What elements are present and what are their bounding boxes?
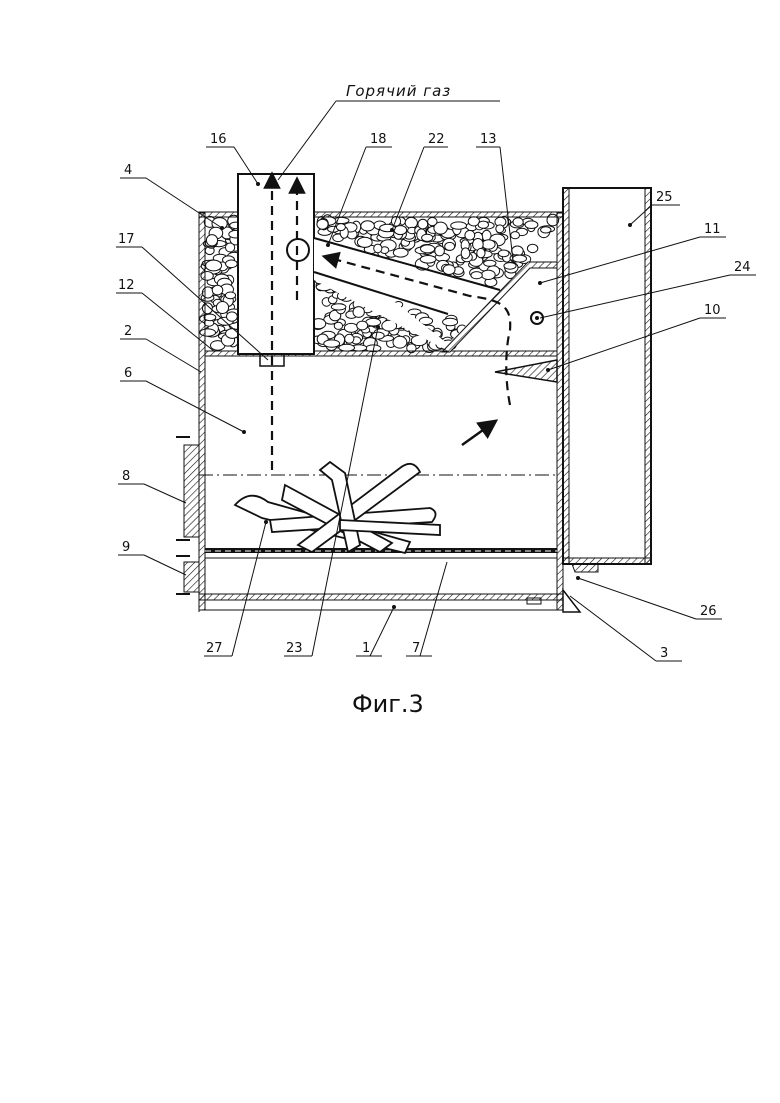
stone	[405, 217, 417, 228]
stone	[481, 270, 495, 279]
stone	[226, 260, 238, 268]
stone	[477, 248, 485, 257]
callout-26: 26	[700, 604, 717, 619]
stone	[331, 304, 346, 310]
water-tank	[563, 188, 651, 612]
stone	[212, 285, 223, 295]
callout-9: 9	[122, 540, 130, 555]
stone	[334, 322, 342, 329]
stone	[418, 219, 428, 229]
stone	[357, 237, 372, 247]
callout-8: 8	[122, 469, 130, 484]
stone	[421, 245, 435, 253]
stone	[445, 242, 455, 250]
stone	[357, 321, 368, 330]
stone	[339, 344, 355, 351]
callout-23: 23	[286, 641, 303, 656]
stone	[504, 263, 516, 270]
hot-gas-text: Горячий газ	[346, 82, 451, 100]
stone	[525, 221, 538, 229]
stone	[372, 332, 384, 339]
callout-3: 3	[660, 646, 668, 661]
stone	[511, 232, 520, 239]
callout-18: 18	[370, 132, 387, 147]
stone	[465, 230, 475, 240]
stone	[422, 234, 433, 241]
stone	[443, 318, 458, 326]
callout-1: 1	[362, 641, 370, 656]
callout-24: 24	[734, 260, 751, 275]
stone	[204, 314, 216, 321]
stone	[496, 225, 504, 233]
stone	[513, 255, 527, 262]
stone	[443, 265, 455, 275]
stone	[344, 323, 358, 332]
stone	[482, 240, 495, 249]
firewood	[235, 462, 440, 553]
callout-4: 4	[124, 163, 132, 178]
stone	[345, 334, 354, 343]
stone	[484, 260, 496, 266]
stone	[394, 226, 407, 235]
stone	[498, 250, 509, 257]
callout-22: 22	[428, 132, 445, 147]
firebox-door	[176, 437, 199, 540]
callout-11: 11	[704, 222, 721, 237]
stone	[428, 218, 437, 226]
stone	[393, 336, 407, 348]
stone	[361, 221, 375, 231]
stone	[374, 244, 382, 253]
hot-gas-label: Горячий газ	[278, 82, 500, 180]
callout-13: 13	[480, 132, 497, 147]
callout-2: 2	[124, 324, 132, 339]
stone	[225, 292, 235, 299]
callout-16: 16	[210, 132, 227, 147]
stone	[317, 219, 328, 229]
callout-25: 25	[656, 190, 673, 205]
stone	[216, 302, 228, 314]
callout-7: 7	[412, 641, 420, 656]
stone	[206, 235, 217, 246]
stone	[513, 218, 523, 227]
stone	[471, 272, 482, 279]
callout-27: 27	[206, 641, 223, 656]
stone	[478, 221, 488, 228]
stone	[353, 307, 364, 318]
stone	[512, 246, 524, 256]
stone	[461, 248, 470, 259]
ash-door	[176, 556, 199, 594]
stone	[206, 260, 222, 271]
callout-labels: 16 18 22 13 4 25 17 11 12 24 2 10 6 8 9 …	[118, 132, 751, 661]
stone	[336, 224, 345, 231]
callout-17: 17	[118, 232, 135, 247]
stone	[324, 340, 340, 347]
callout-12: 12	[118, 278, 135, 293]
stone	[391, 217, 400, 227]
stone	[541, 227, 551, 233]
figure-caption: Фиг.3	[352, 690, 424, 718]
stone	[527, 244, 537, 252]
stone	[435, 246, 445, 256]
stone	[451, 222, 467, 229]
stone	[227, 312, 238, 321]
stone	[420, 255, 436, 263]
stone	[393, 248, 408, 257]
flue-pipe	[238, 174, 314, 366]
callout-10: 10	[704, 303, 721, 318]
callout-6: 6	[124, 366, 132, 381]
stone	[226, 329, 239, 339]
